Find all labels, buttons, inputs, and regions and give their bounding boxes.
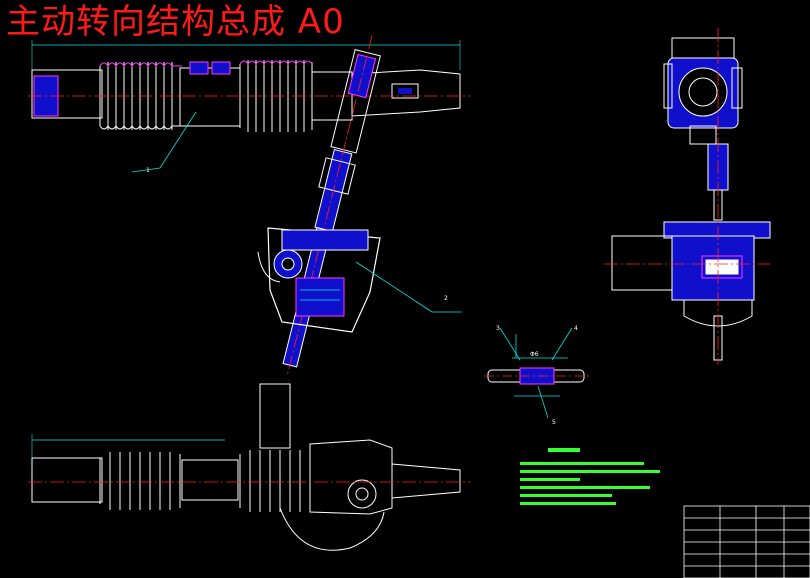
bottom-assembly-view <box>28 383 470 551</box>
technical-notes <box>520 448 660 505</box>
title-block <box>683 505 810 578</box>
callout-5: 5 <box>552 419 556 426</box>
callout-2: 2 <box>444 295 448 302</box>
bottom-boot-2 <box>239 450 311 512</box>
callout-3: 3 <box>496 325 500 332</box>
dimension-label: Φ6 <box>530 351 539 358</box>
bottom-boot <box>99 452 181 510</box>
top-assembly-view <box>28 40 470 173</box>
detail-view <box>484 327 590 419</box>
drawing-title: 主动转向结构总成 A0 <box>6 2 345 42</box>
callout-4: 4 <box>574 325 578 332</box>
right-side-view <box>604 28 771 365</box>
inclined-column-view <box>257 35 462 375</box>
callout-1: 1 <box>146 167 150 174</box>
